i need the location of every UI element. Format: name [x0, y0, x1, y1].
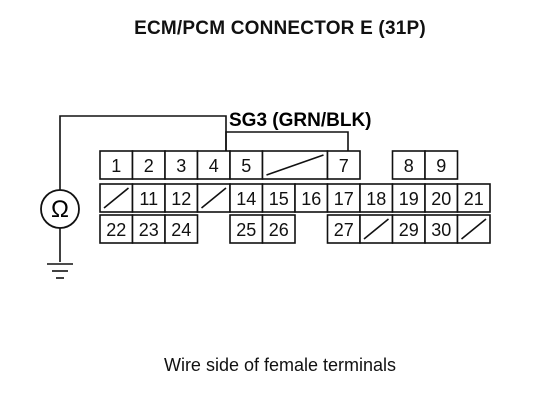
connector-terminal-25: 25: [229, 214, 264, 244]
ohmmeter: Ω: [40, 189, 80, 229]
connector-terminal-30: 30: [424, 214, 459, 244]
connector-title: ECM/PCM CONNECTOR E (31P): [134, 18, 426, 39]
terminal-number: 25: [236, 220, 256, 240]
connector-terminal-22: 22: [99, 214, 134, 244]
terminal-cavity: [326, 183, 361, 213]
terminal-number: 14: [236, 189, 256, 209]
meter-wiring: [59, 115, 349, 262]
connector-cavity-blank: [456, 214, 491, 244]
connector-terminal-14: 14: [229, 183, 264, 213]
terminal-cavity: [164, 214, 199, 244]
terminal-cavity: [229, 150, 264, 180]
terminal-number: 7: [339, 156, 349, 176]
connector-terminal-12: 12: [164, 183, 199, 213]
terminal-cavity: [424, 150, 459, 180]
connector-terminal-3: 3: [164, 150, 199, 180]
terminal-number: 22: [106, 220, 126, 240]
probe-label: SG3 (GRN/BLK): [229, 110, 372, 131]
connector-terminal-1: 1: [99, 150, 134, 180]
terminal-number: 4: [209, 156, 219, 176]
connector-terminal-8: 8: [391, 150, 426, 180]
connector-terminal-4: 4: [196, 150, 231, 180]
terminal-number: 24: [171, 220, 191, 240]
terminal-number: 5: [241, 156, 251, 176]
terminal-number: 18: [366, 189, 386, 209]
terminal-cavity: [131, 150, 166, 180]
unused-cavity-slash: [200, 187, 227, 209]
connector-terminal-26: 26: [261, 214, 296, 244]
terminal-number: 8: [404, 156, 414, 176]
connector-terminal-9: 9: [424, 150, 459, 180]
connector-terminal-29: 29: [391, 214, 426, 244]
connector-terminal-5: 5: [229, 150, 264, 180]
terminal-number: 9: [436, 156, 446, 176]
terminal-cavity: [99, 214, 134, 244]
unused-cavity-slash: [363, 218, 390, 240]
connector-terminal-23: 23: [131, 214, 166, 244]
terminal-cavity: [391, 183, 426, 213]
connector-terminal-19: 19: [391, 183, 426, 213]
connector-terminal-18: 18: [359, 183, 394, 213]
connector-cavity-blank: [99, 183, 134, 213]
connector-cavity-blank: [261, 150, 329, 180]
terminal-number: 1: [111, 156, 121, 176]
terminal-cavity: [196, 150, 231, 180]
connector-terminal-11: 11: [131, 183, 166, 213]
terminal-number: 17: [334, 189, 354, 209]
terminal-number: 20: [431, 189, 451, 209]
connector-terminal-24: 24: [164, 214, 199, 244]
terminal-number: 3: [176, 156, 186, 176]
terminal-cavity: [456, 183, 491, 213]
connector-terminal-15: 15: [261, 183, 296, 213]
terminal-number: 15: [269, 189, 289, 209]
unused-cavity-slash: [266, 154, 324, 176]
terminal-cavity: [326, 150, 361, 180]
connector-terminal-27: 27: [326, 214, 361, 244]
connector-terminal-17: 17: [326, 183, 361, 213]
terminal-number: 26: [269, 220, 289, 240]
terminal-cavity: [391, 150, 426, 180]
terminal-cavity: [391, 214, 426, 244]
terminal-cavity: [164, 183, 199, 213]
terminal-cavity: [164, 150, 199, 180]
unused-cavity-slash: [103, 187, 130, 209]
terminal-number: 16: [301, 189, 321, 209]
terminal-cavity: [424, 214, 459, 244]
terminal-cavity: [131, 214, 166, 244]
connector-terminal-7: 7: [326, 150, 361, 180]
terminal-number: 23: [139, 220, 159, 240]
terminal-cavity: [359, 183, 394, 213]
connector-cavity-blank: [196, 183, 231, 213]
terminal-cavity: [229, 183, 264, 213]
terminal-number: 2: [144, 156, 154, 176]
ground-icon: [47, 263, 73, 279]
probe-bracket: [225, 131, 349, 151]
diagram-caption: Wire side of female terminals: [163, 355, 397, 375]
connector-cavity-blank: [359, 214, 394, 244]
connector-terminal-2: 2: [131, 150, 166, 180]
unused-cavity-slash: [460, 218, 487, 240]
ohmmeter-icon: [40, 189, 80, 229]
terminal-cavity: [261, 214, 296, 244]
terminal-number: 19: [399, 189, 419, 209]
terminal-cavity: [424, 183, 459, 213]
connector-terminal-20: 20: [424, 183, 459, 213]
terminal-number: 21: [464, 189, 484, 209]
terminal-number: 11: [139, 189, 158, 209]
terminal-number: 27: [334, 220, 354, 240]
connector-terminal-21: 21: [456, 183, 491, 213]
connector-terminal-16: 16: [294, 183, 329, 213]
terminal-number: 30: [431, 220, 451, 240]
terminal-number: 12: [171, 189, 191, 209]
terminal-number: 29: [399, 220, 419, 240]
ohm-symbol: Ω: [51, 196, 69, 223]
